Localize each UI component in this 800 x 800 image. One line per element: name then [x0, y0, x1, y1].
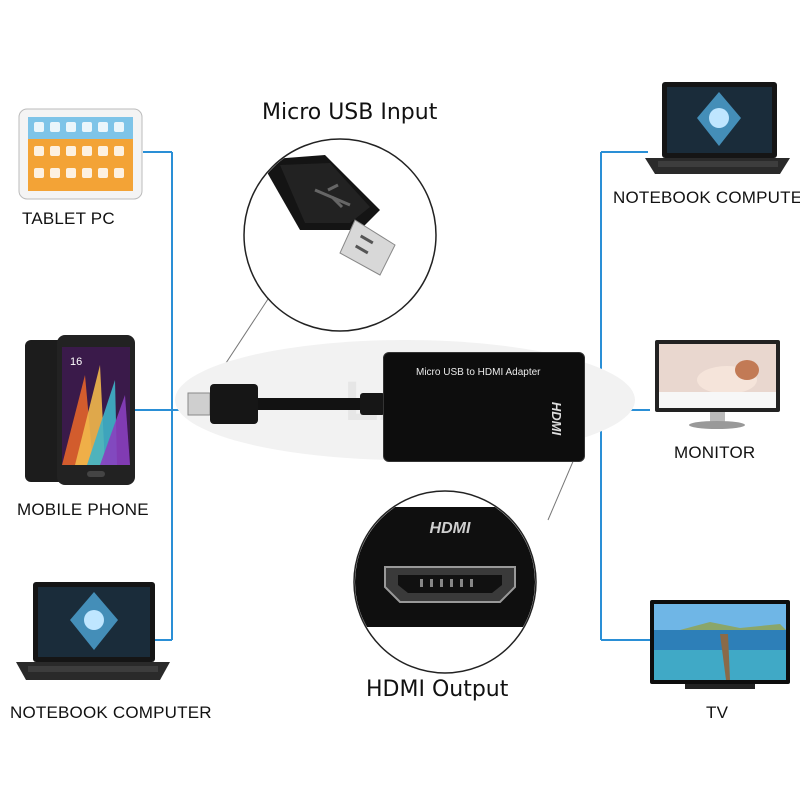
tablet-icon	[18, 108, 143, 200]
tv-icon	[650, 600, 790, 689]
device-label-monitor: MONITOR	[674, 443, 756, 462]
hdmi-output-title: HDMI Output	[366, 677, 509, 702]
svg-text:HDMI: HDMI	[430, 520, 471, 537]
adapter-label: Micro USB to HDMI Adapter	[416, 367, 541, 378]
monitor-icon	[655, 340, 780, 429]
laptop-icon	[16, 582, 170, 680]
micro-usb-input-title: Micro USB Input	[262, 100, 438, 125]
micro-usb-zoom-circle	[243, 138, 437, 332]
svg-text:16: 16	[70, 356, 82, 368]
device-label-notebook-left: NOTEBOOK COMPUTER	[10, 703, 212, 722]
device-label-notebook-right: NOTEBOOK COMPUTER	[613, 188, 800, 207]
adapter-body: Micro USB to HDMI Adapter HDMI	[383, 352, 585, 462]
phone-icon: 16	[25, 335, 135, 485]
adapter-hdmi-logo: HDMI	[549, 401, 565, 436]
micro-usb-plug-icon	[260, 155, 396, 276]
hdmi-port-zoom-circle: HDMI	[353, 490, 537, 674]
adapter-cable	[187, 384, 385, 424]
hdmi-port-icon	[384, 566, 516, 603]
device-label-tv: TV	[706, 703, 729, 722]
laptop-icon	[645, 82, 790, 174]
device-label-phone: MOBILE PHONE	[17, 500, 149, 519]
device-label-tablet: TABLET PC	[22, 209, 115, 228]
